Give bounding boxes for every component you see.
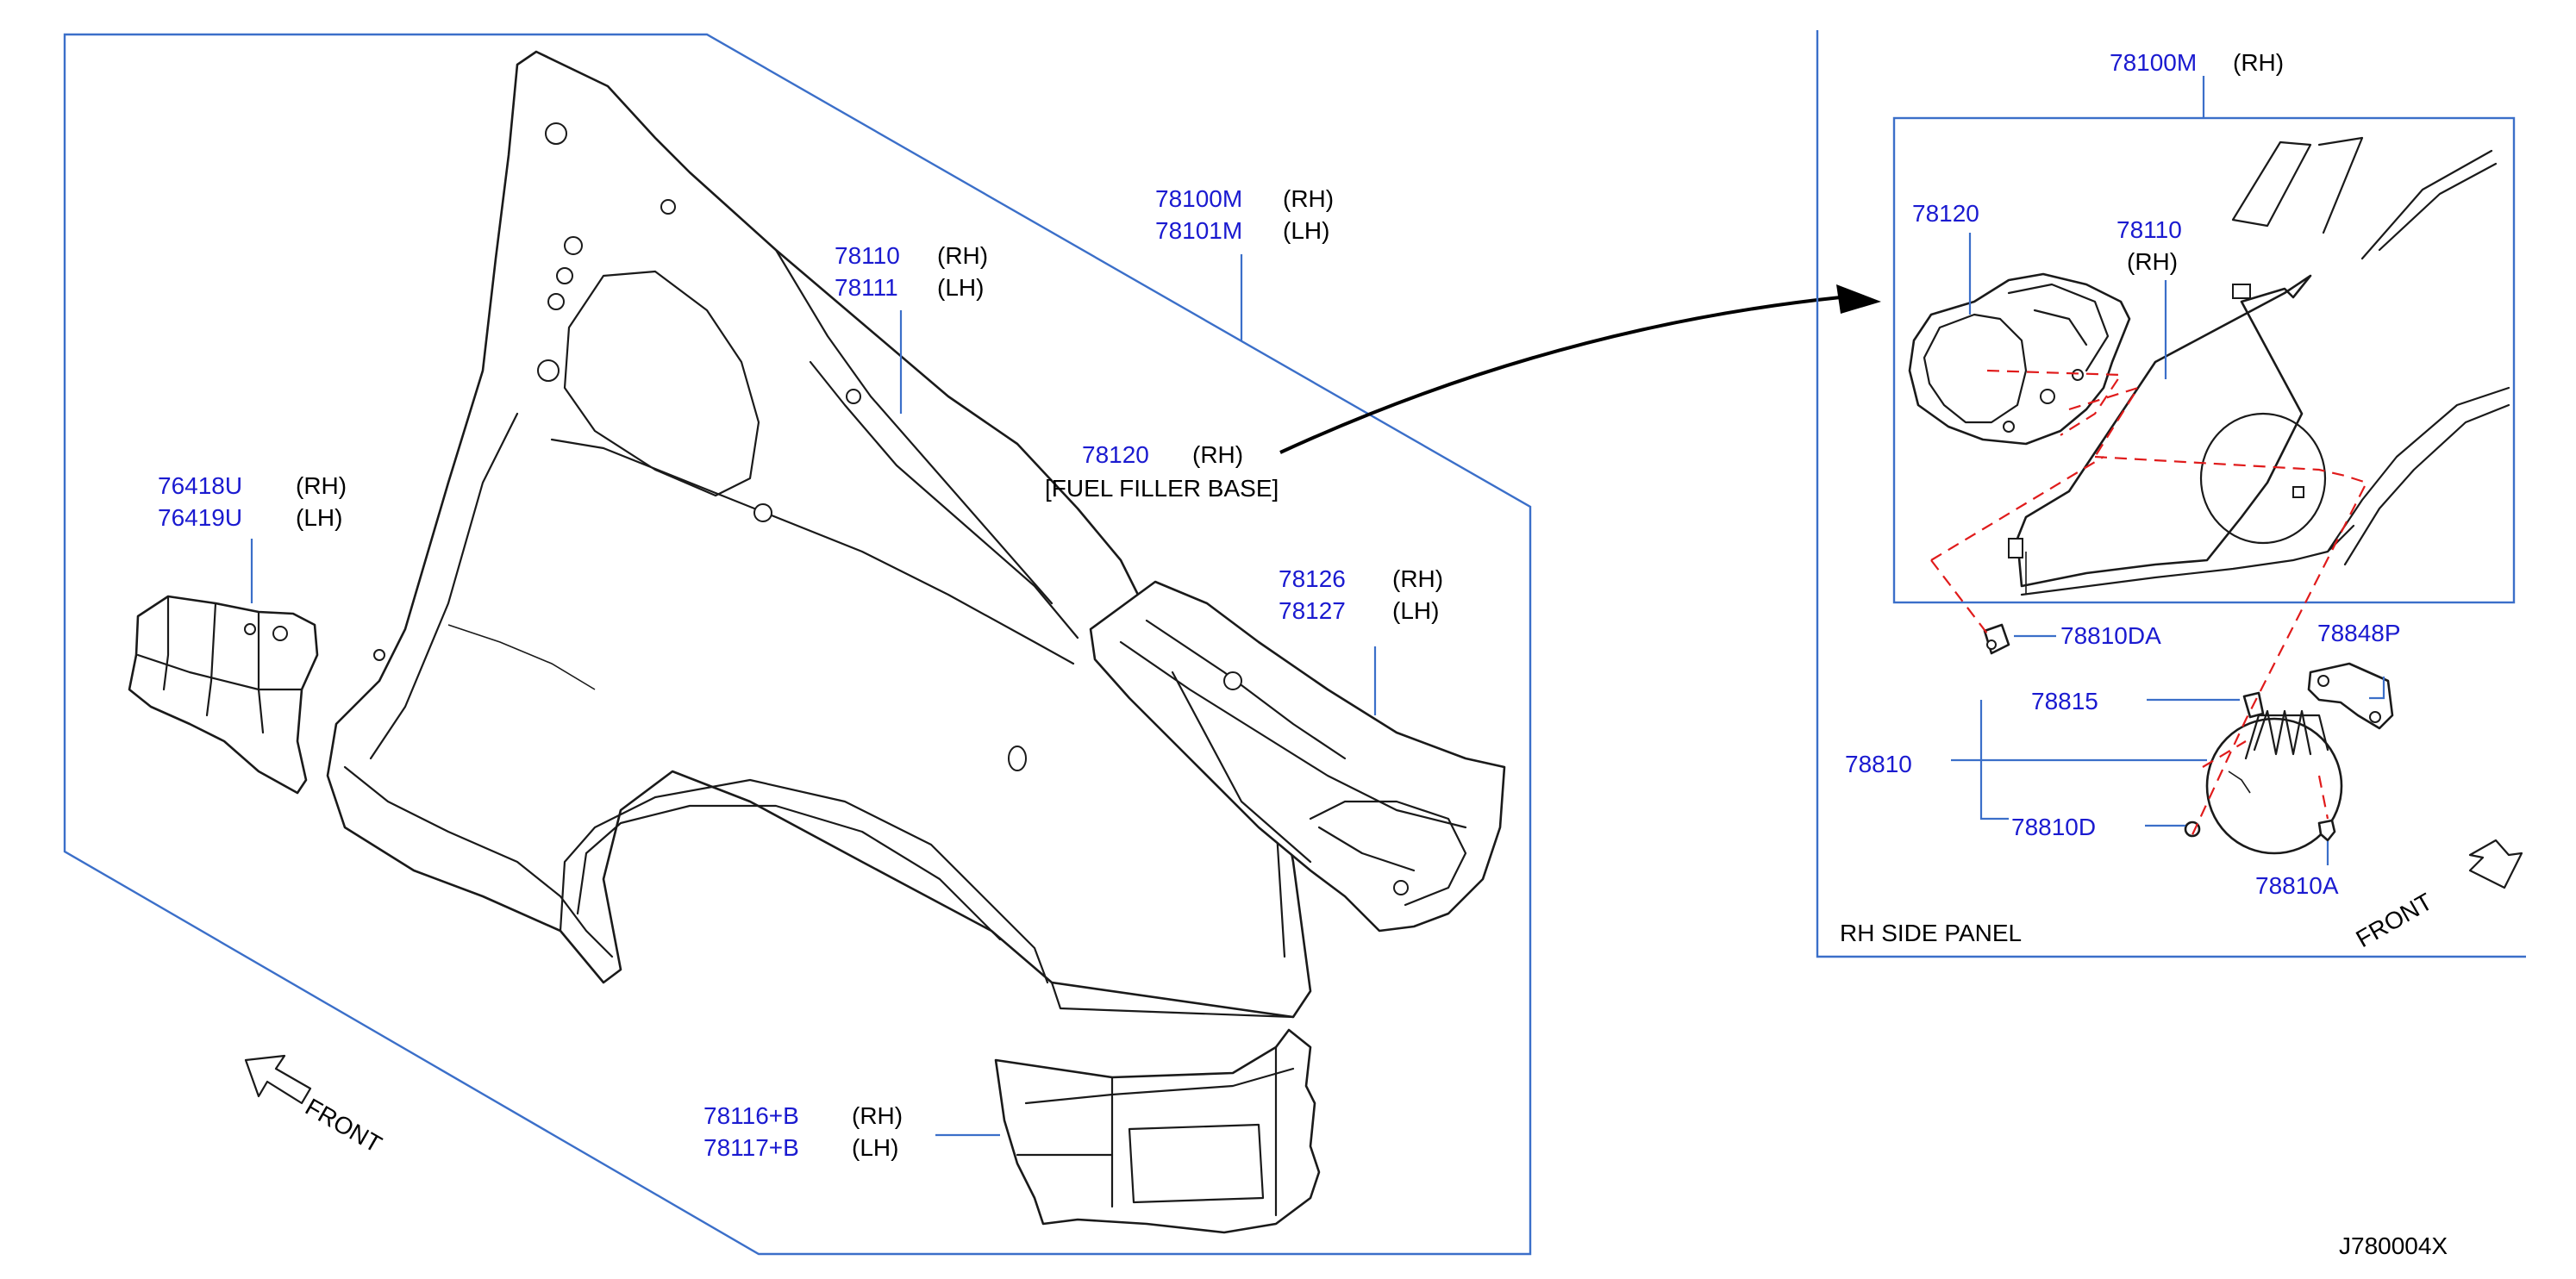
front-label-detail: FRONT (2352, 888, 2437, 952)
front-arrow-main (244, 1054, 312, 1105)
label-78101m: 78101M (1155, 217, 1242, 244)
detail-panel-label: RH SIDE PANEL (1840, 920, 2022, 946)
label-78127: 78127 (1279, 597, 1346, 624)
label-78110-side: (RH) (937, 242, 988, 269)
label-78100m: 78100M (1155, 185, 1242, 212)
detail-fastener-78810a[interactable] (2317, 819, 2336, 842)
label-78101m-side: (LH) (1283, 217, 1329, 244)
leader-detail-78815-bracket (1979, 700, 2009, 820)
detail-label-78810da: 78810DA (2060, 622, 2161, 649)
label-78116b: 78116+B (703, 1102, 799, 1129)
main-frame (63, 33, 1532, 1256)
inner-panel-78126[interactable] (1089, 580, 1506, 933)
front-arrow-detail (2468, 839, 2523, 889)
inner-piece-78116b[interactable] (994, 1028, 1321, 1234)
detail-label-78100m-side: (RH) (2233, 49, 2284, 76)
detail-label-78815: 78815 (2031, 688, 2098, 714)
detail-phantom-lines (1930, 369, 2368, 841)
detail-filler-opening (2199, 412, 2327, 545)
label-78127-side: (LH) (1392, 597, 1439, 624)
leader-detail-78848p (2369, 677, 2385, 700)
label-78120-desc: [FUEL FILLER BASE] (1045, 475, 1279, 502)
detail-filler-lid[interactable] (2205, 709, 2343, 855)
detail-frame (1816, 30, 2526, 958)
diagram-id: J780004X (2339, 1232, 2448, 1259)
detail-label-78810: 78810 (1845, 751, 1912, 777)
detail-label-78810d: 78810D (2011, 814, 2096, 840)
detail-label-78120: 78120 (1912, 200, 1979, 227)
detail-side-panel[interactable] (2008, 136, 2510, 596)
label-78110: 78110 (835, 242, 900, 269)
label-78120: 78120 (1082, 441, 1149, 468)
label-76419u-side: (LH) (296, 504, 342, 531)
label-78120-side: (RH) (1192, 441, 1243, 468)
detail-label-78848p: 78848P (2317, 620, 2401, 646)
front-label-main: FRONT (301, 1093, 386, 1157)
label-78126: 78126 (1279, 565, 1346, 592)
detail-arrow-head (1836, 284, 1881, 314)
detail-arrow (1279, 296, 1841, 454)
quarter-panel[interactable] (326, 50, 1312, 1019)
label-78117b-side: (LH) (852, 1134, 898, 1161)
detail-label-78110: 78110 (2116, 216, 2182, 243)
detail-hinge-78848p[interactable] (2307, 662, 2394, 730)
detail-label-78810a: 78810A (2255, 872, 2339, 899)
label-78117b: 78117+B (703, 1134, 799, 1161)
label-78111-side: (LH) (937, 274, 984, 301)
label-76419u: 76419U (158, 504, 242, 531)
detail-fuel-filler-base[interactable] (1908, 272, 2131, 446)
label-78116b-side: (RH) (852, 1102, 903, 1129)
label-78100m-side: (RH) (1283, 185, 1334, 212)
detail-label-78110-side: (RH) (2127, 248, 2178, 275)
detail-label-78100m: 78100M (2110, 49, 2197, 76)
label-76418u: 76418U (158, 472, 242, 499)
label-76418u-side: (RH) (296, 472, 347, 499)
inner-piece-76418u[interactable] (128, 595, 319, 795)
detail-fastener-78810da[interactable] (1983, 623, 2010, 655)
label-78126-side: (RH) (1392, 565, 1443, 592)
label-78111: 78111 (835, 274, 898, 301)
detail-opening-tab (2292, 486, 2304, 498)
